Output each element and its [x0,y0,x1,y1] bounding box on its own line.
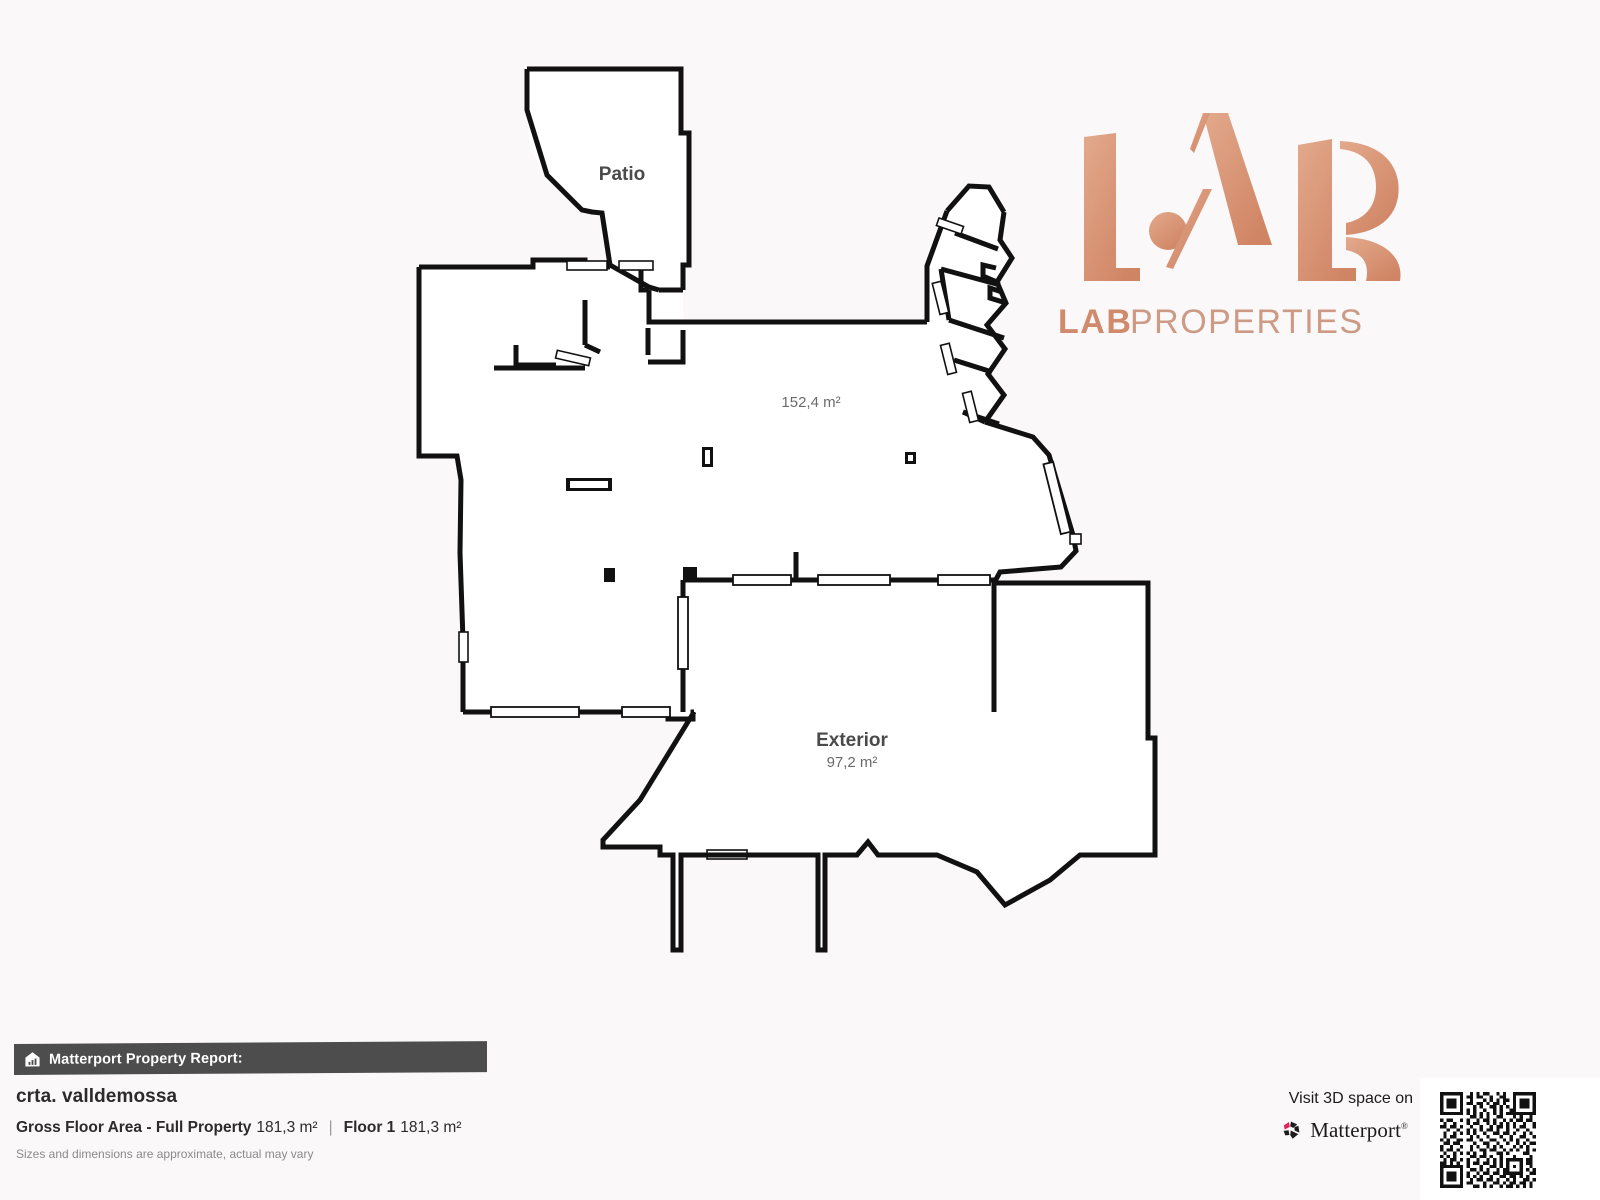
house-chart-icon [25,1052,40,1067]
qr-code[interactable] [1440,1092,1536,1188]
qr-modules [1440,1092,1536,1188]
window-opening [961,390,980,424]
window-opening [732,574,792,586]
qr-panel [1420,1078,1600,1200]
wall-openings [458,216,1082,860]
patio-label: Patio [599,164,645,185]
disclaimer-text: Sizes and dimensions are approximate, ac… [16,1147,314,1161]
interior-area-label: 152,4 m² [781,394,840,411]
room-fills [419,69,1155,950]
window-opening [939,342,958,376]
matterport-wordmark: Matterport® [1310,1118,1408,1143]
patio-walls [524,66,692,293]
area-separator: | [328,1119,333,1136]
window-opening [935,216,965,236]
gross-area-label: Gross Floor Area - Full Property [16,1119,252,1136]
door-opening [618,260,654,271]
exterior-walls [600,580,1158,953]
pillar-marker [683,567,697,581]
window-opening [1069,533,1082,545]
window-opening [1042,460,1072,536]
matterport-lockup[interactable]: Matterport® [1280,1118,1408,1143]
window-opening [677,596,689,670]
window-opening [490,706,580,718]
area-summary-line: Gross Floor Area - Full Property 181,3 m… [16,1119,461,1137]
visit-3d-space-text: Visit 3D space on [1288,1090,1413,1107]
property-name: crta. valldemossa [16,1086,178,1107]
matterport-block: Visit 3D space on Matterport® [1240,1078,1600,1200]
window-opening [931,280,950,316]
floor-label: Floor 1 [343,1119,396,1136]
door-opening [554,349,592,367]
window-opening [817,574,891,586]
exterior-area-label: 97,2 m² [827,754,878,771]
report-bar-title: Matterport Property Report: [49,1050,243,1068]
exterior-fill [603,583,1155,950]
matterport-logo-icon [1283,1121,1300,1139]
window-opening [937,574,991,586]
exterior-label: Exterior [816,730,888,751]
floor-value: 181,3 m² [400,1119,462,1136]
matterport-trademark: ® [1401,1121,1408,1131]
column-marker-inner [705,450,710,464]
interior-fixtures [566,447,916,582]
window-opening [621,706,671,718]
counter-fixture-inner [570,481,608,488]
gross-area-value: 181,3 m² [256,1119,318,1136]
column-marker-inner [908,455,913,461]
matterport-wordmark-text: Matterport [1310,1118,1402,1142]
column-marker [604,568,615,582]
window-opening [458,631,469,663]
door-opening [566,260,608,271]
report-title-bar: Matterport Property Report: [14,1041,487,1075]
patio-fill [527,69,689,290]
report-footer: Matterport Property Report: crta. vallde… [0,1034,540,1200]
